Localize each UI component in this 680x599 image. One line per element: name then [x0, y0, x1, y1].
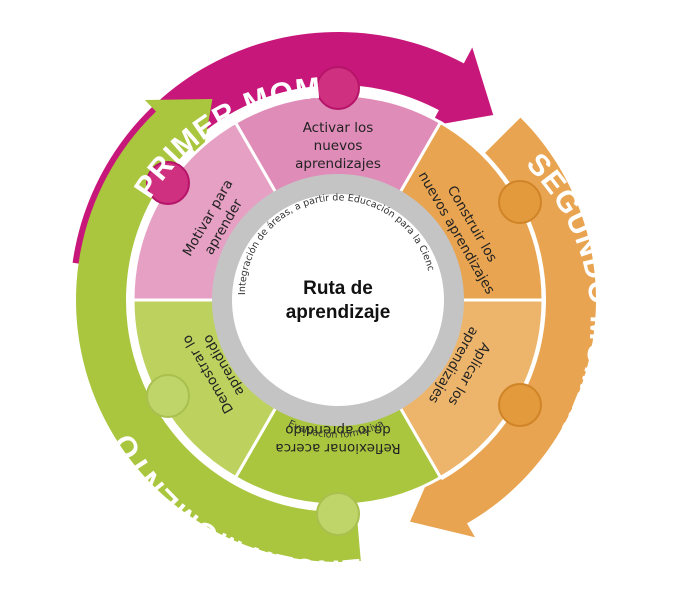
dot-green-bottom [316, 492, 360, 536]
segment-reflexionar [233, 388, 443, 507]
svg-text:nuevos: nuevos [314, 138, 363, 154]
segment-activar [233, 93, 443, 212]
svg-text:Reflexionar acerca: Reflexionar acerca [275, 440, 400, 456]
center-title-line1: Ruta de [303, 278, 373, 299]
dot-orange-right-bottom [498, 383, 542, 427]
svg-text:Activar los: Activar los [303, 120, 374, 136]
segment-aplicar [388, 298, 545, 480]
dot-magenta-top [316, 66, 360, 110]
svg-text:de lo aprendido: de lo aprendido [285, 422, 391, 438]
segment-demostrar [131, 298, 288, 480]
tercer-momento-arrow [76, 99, 361, 562]
label-reflexionar: Reflexionar acerca de lo aprendido [275, 422, 400, 456]
center-title-line2: aprendizaje [286, 302, 391, 323]
center-inner [264, 226, 412, 374]
dot-orange-right-top [498, 180, 542, 224]
segment-motivar [131, 120, 288, 302]
segundo-momento-arrow [410, 117, 597, 538]
dot-magenta-left [146, 161, 190, 205]
label-activar: Activar los nuevos aprendizajes [295, 120, 381, 172]
gray-ring [212, 174, 464, 426]
dot-green-left [146, 374, 190, 418]
svg-text:aprendizajes: aprendizajes [295, 156, 381, 172]
segment-construir [388, 120, 545, 302]
primer-momento-arrow [72, 31, 494, 271]
